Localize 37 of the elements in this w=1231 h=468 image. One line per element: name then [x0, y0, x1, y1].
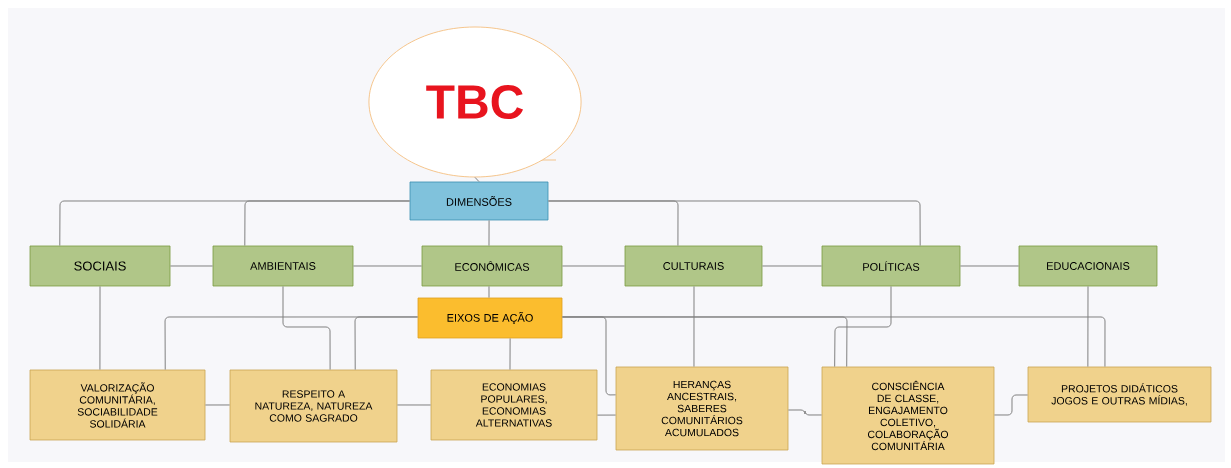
connector-line — [547, 200, 921, 247]
connector-line — [761, 265, 823, 267]
connector-line — [354, 316, 419, 371]
connector-line — [169, 265, 214, 267]
header-box: DIMENSÕES — [409, 181, 549, 221]
action-box: ECONOMIAS POPULARES, ECONOMIAS ALTERNATIVAS — [430, 369, 598, 441]
category-box: CULTURAIS — [624, 245, 763, 287]
connector-line — [352, 265, 423, 267]
connector-line — [488, 285, 490, 299]
action-box: CONSCIÊNCIA DE CLASSE, ENGAJAMENTO COLETIVO, COLABORAÇÃO COMUNITÁRIA — [821, 366, 995, 465]
category-box: AMBIENTAIS — [212, 245, 354, 287]
action-box: VALORIZAÇÃO COMUNITÁRIA, SOCIABILIDADE SOLIDÁRIA — [29, 369, 206, 441]
connector-line — [787, 409, 823, 416]
action-box: RESPEITO A NATUREZA, NATUREZA COMO SAGRADO — [229, 369, 398, 443]
connector-line — [99, 285, 101, 371]
connector-line — [396, 404, 432, 406]
connector-line — [834, 285, 892, 368]
connector-line — [488, 219, 490, 247]
category-box: SOCIAIS — [29, 245, 171, 287]
connector-line — [561, 316, 1106, 368]
connector-line — [1087, 285, 1089, 368]
connector-line — [474, 176, 480, 183]
action-box: HERANÇAS ANCESTRAIS, SABERES COMUNITÁRIOS ACUMULADOS — [615, 366, 789, 451]
connector-line — [244, 200, 411, 247]
category-box: ECONÔMICAS — [421, 245, 563, 287]
connector-line — [993, 394, 1029, 416]
connector-line — [204, 404, 231, 406]
action-box: PROJETOS DIDÁTICOS JOGOS E OUTRAS MÍDIAS, — [1027, 366, 1212, 423]
category-box: EDUCACIONAIS — [1018, 245, 1158, 287]
category-box: POLÍTICAS — [821, 245, 961, 287]
connector-line — [959, 265, 1020, 267]
connector-line — [693, 285, 695, 368]
connector-line — [509, 337, 511, 371]
connector-line — [596, 414, 617, 416]
header-box: EIXOS DE AÇÃO — [417, 297, 563, 339]
connector-line — [561, 265, 626, 267]
connector-line — [282, 285, 331, 371]
